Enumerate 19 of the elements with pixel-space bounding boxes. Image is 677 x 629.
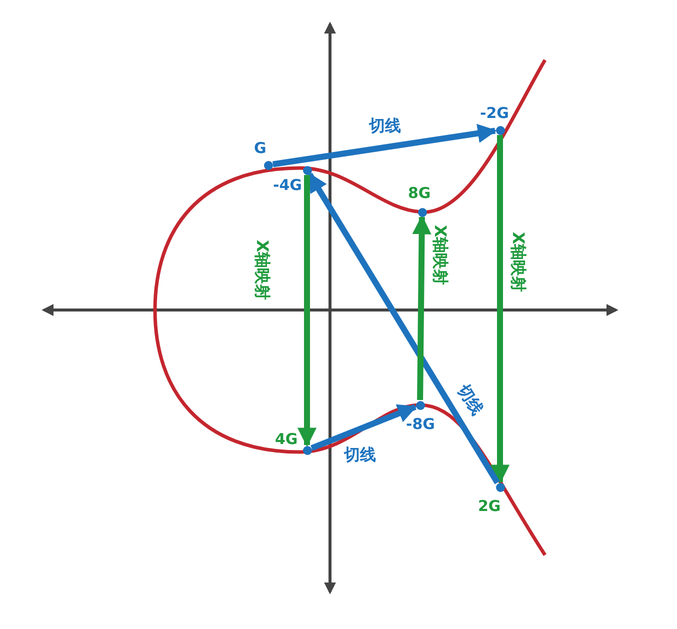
edge-label: X轴映射 [431,224,450,286]
edge-label: 切线 [454,382,486,418]
point-label: 8G [408,184,431,202]
point-label: G [254,139,266,157]
arrow [297,175,317,447]
arrow [307,172,500,484]
edge-label: 切线 [369,117,401,135]
point-label: -8G [406,415,435,433]
arrow [412,215,432,400]
edge-label: X轴映射 [253,240,272,300]
edge-label: 切线 [344,446,376,464]
edge-label: X轴映射 [509,232,528,292]
arrow [272,124,497,168]
point-label: -4G [273,176,302,194]
point-label: 4G [275,430,298,448]
arrow [490,135,510,484]
arrow [310,404,418,451]
point-label: 2G [478,497,501,515]
point-label: -2G [480,104,509,122]
